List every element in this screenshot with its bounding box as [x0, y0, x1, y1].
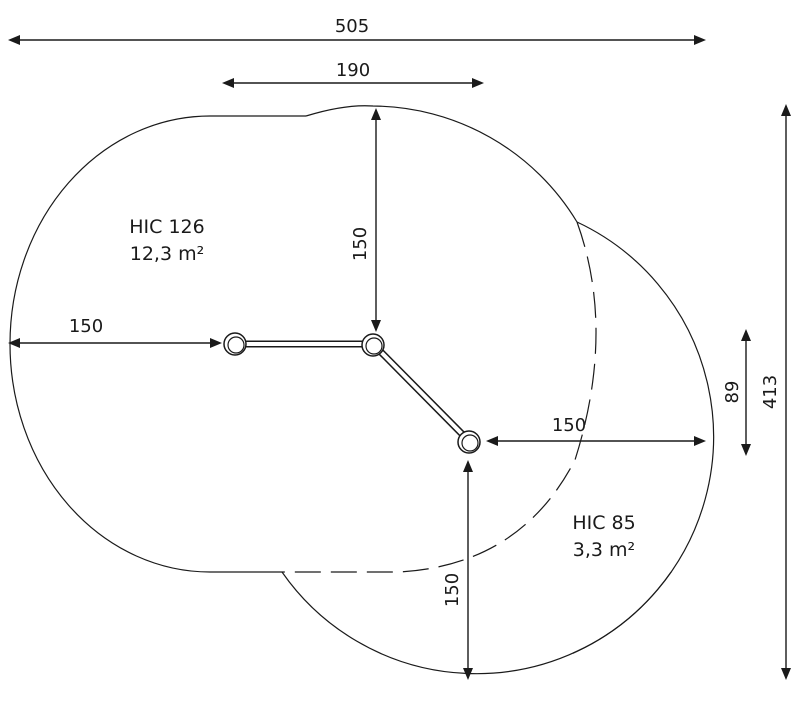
dimension-radius-left: 150 — [8, 316, 222, 348]
dimension-label-89: 89 — [722, 381, 743, 404]
zone-label-small: HIC 85 3,3 m² — [572, 512, 635, 561]
dimension-radius-bottom: 150 — [442, 460, 473, 680]
zone-overlap-dashed-line — [282, 221, 597, 573]
top-lobe-boundary — [305, 105, 578, 223]
large-zone-boundary — [9, 115, 306, 573]
dimension-radius-right: 150 — [486, 415, 706, 446]
dimension-label-radius-left: 150 — [69, 316, 103, 337]
safety-zone-outline — [9, 105, 715, 675]
dimension-total-height: 413 — [760, 104, 791, 680]
post-center — [361, 333, 385, 357]
dimension-label-radius-top: 150 — [350, 227, 371, 261]
area-small: 3,3 m² — [573, 539, 635, 561]
area-large: 12,3 m² — [130, 243, 204, 265]
dimension-total-width: 505 — [8, 16, 706, 45]
hic-large: HIC 126 — [129, 216, 204, 238]
dimension-top-span: 190 — [222, 60, 484, 88]
bar-diagonal-inner — [371, 342, 471, 443]
post-right — [457, 430, 481, 454]
equipment — [223, 332, 481, 454]
hic-small: HIC 85 — [572, 512, 635, 534]
dimension-inner-height: 89 — [722, 329, 751, 456]
dimension-label-radius-right: 150 — [552, 415, 586, 436]
zone-label-large: HIC 126 12,3 m² — [129, 216, 204, 265]
dimension-label-radius-bottom: 150 — [442, 573, 463, 607]
dimension-label-505: 505 — [335, 16, 369, 37]
dimension-radius-top: 150 — [350, 108, 381, 332]
right-lobe-boundary — [573, 221, 715, 654]
dimension-label-413: 413 — [760, 375, 781, 409]
post-left — [223, 332, 247, 356]
bottom-lobe-boundary — [281, 572, 672, 675]
dimension-label-190: 190 — [336, 60, 370, 81]
